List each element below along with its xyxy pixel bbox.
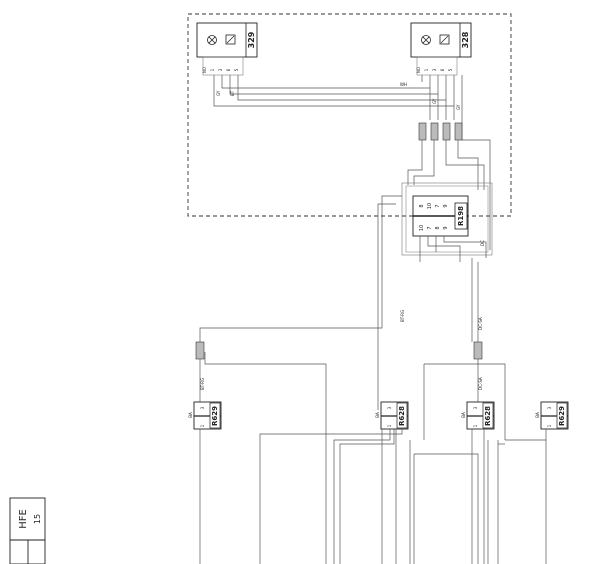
top-bus-wires: WH GY BT GY GY	[213, 75, 491, 250]
connector-r198: R198 8 10 7 9 10 7 8 9 DC	[401, 182, 493, 262]
switch-329-pin-1: 1	[210, 68, 215, 71]
switch-328-pin-no: NO	[416, 67, 421, 73]
pin-label: 3	[200, 406, 205, 409]
switch-329-pin-3: 3	[218, 68, 223, 71]
splice-blocks	[407, 122, 485, 190]
switch-328-body	[410, 22, 472, 58]
splice-right	[473, 341, 483, 360]
switch-328-pin-5: 5	[448, 68, 453, 71]
switch-symbol-icon	[439, 34, 450, 45]
pin-label: BA	[461, 412, 466, 418]
pin-label: BA	[535, 412, 540, 418]
wire-label-vertical-right: DC-SA	[478, 317, 483, 330]
wire-label-right-stub-b: GY	[456, 104, 461, 110]
connector-r198-ref: R198	[457, 206, 465, 226]
wire-label-right-stub-a: GY	[432, 98, 437, 104]
pin-label: 3	[387, 406, 392, 409]
pin-label: 1	[473, 424, 478, 427]
r198-pin-bottom-1: 7	[427, 226, 433, 229]
r198-pin-bottom-3: 9	[443, 226, 449, 229]
switch-329-pin-6: 6	[226, 68, 231, 71]
r198-pin-bottom-0: 10	[419, 225, 425, 231]
title-block: HFE 15	[9, 497, 46, 564]
switch-symbol-icon	[225, 34, 236, 45]
switch-328-ref: 328	[461, 31, 470, 48]
pin-label: BA	[188, 412, 193, 418]
main-harness-wires: BT-RG DC-SA BT-RG DC-SA	[195, 195, 506, 440]
pin-label: 1	[547, 424, 552, 427]
wire-label-drop-left: BT-RG	[200, 378, 205, 390]
enclosure-boundary	[187, 13, 512, 217]
pin-label: BA	[375, 412, 380, 418]
wire-label-left-stub-a: GY	[216, 90, 221, 96]
splice-left	[195, 341, 205, 360]
switch-329-ref: 329	[247, 31, 256, 48]
connector-r629-right: R629 BA 3 1	[535, 401, 569, 430]
connector-r628-left-ref: R628	[398, 406, 406, 426]
r198-pin-top-1: 10	[427, 203, 433, 209]
lamp-icon	[421, 35, 431, 45]
switch-328-pin-3: 3	[432, 68, 437, 71]
wire-label-center-out: DC	[480, 240, 485, 246]
connector-r628-right: R628 BA 3 1	[461, 401, 495, 430]
connector-r629-left: R629 BA 3 1	[188, 401, 222, 430]
r198-pin-bottom-2: 8	[435, 226, 441, 229]
pin-label: 3	[547, 406, 552, 409]
bottom-harness-wires	[199, 394, 547, 564]
switch-329-pin-no: NO	[202, 67, 207, 73]
switch-328-pin-6: 6	[440, 68, 445, 71]
wire-label-left-stub-b: BT	[230, 90, 235, 96]
r198-pin-top-0: 8	[419, 204, 425, 207]
connector-r628-left: R628 BA 3 1	[375, 401, 409, 430]
r198-pin-top-2: 7	[435, 204, 441, 207]
connector-r628-right-ref: R628	[484, 406, 492, 426]
switch-329-pin-5: 5	[234, 68, 239, 71]
connector-r629-right-ref: R629	[558, 406, 566, 426]
lamp-icon	[207, 35, 217, 45]
r198-pin-top-3: 9	[443, 204, 449, 207]
pin-label: 1	[200, 424, 205, 427]
switch-328: 328 NO 1 3 6 5	[410, 22, 472, 76]
wire-label-vertical-left: BT-RG	[400, 310, 405, 322]
title-block-number: 15	[33, 514, 42, 524]
switch-329: 329 NO 1 3 6 5	[196, 22, 258, 76]
wire-label-top-bus: WH	[400, 82, 407, 87]
connector-r629-left-ref: R629	[211, 406, 219, 426]
switch-328-pin-1: 1	[424, 68, 429, 71]
wire-label-drop-right: DC-SA	[478, 377, 483, 390]
pin-label: 1	[387, 424, 392, 427]
title-block-code: HFE	[18, 509, 29, 529]
pin-label: 3	[473, 406, 478, 409]
